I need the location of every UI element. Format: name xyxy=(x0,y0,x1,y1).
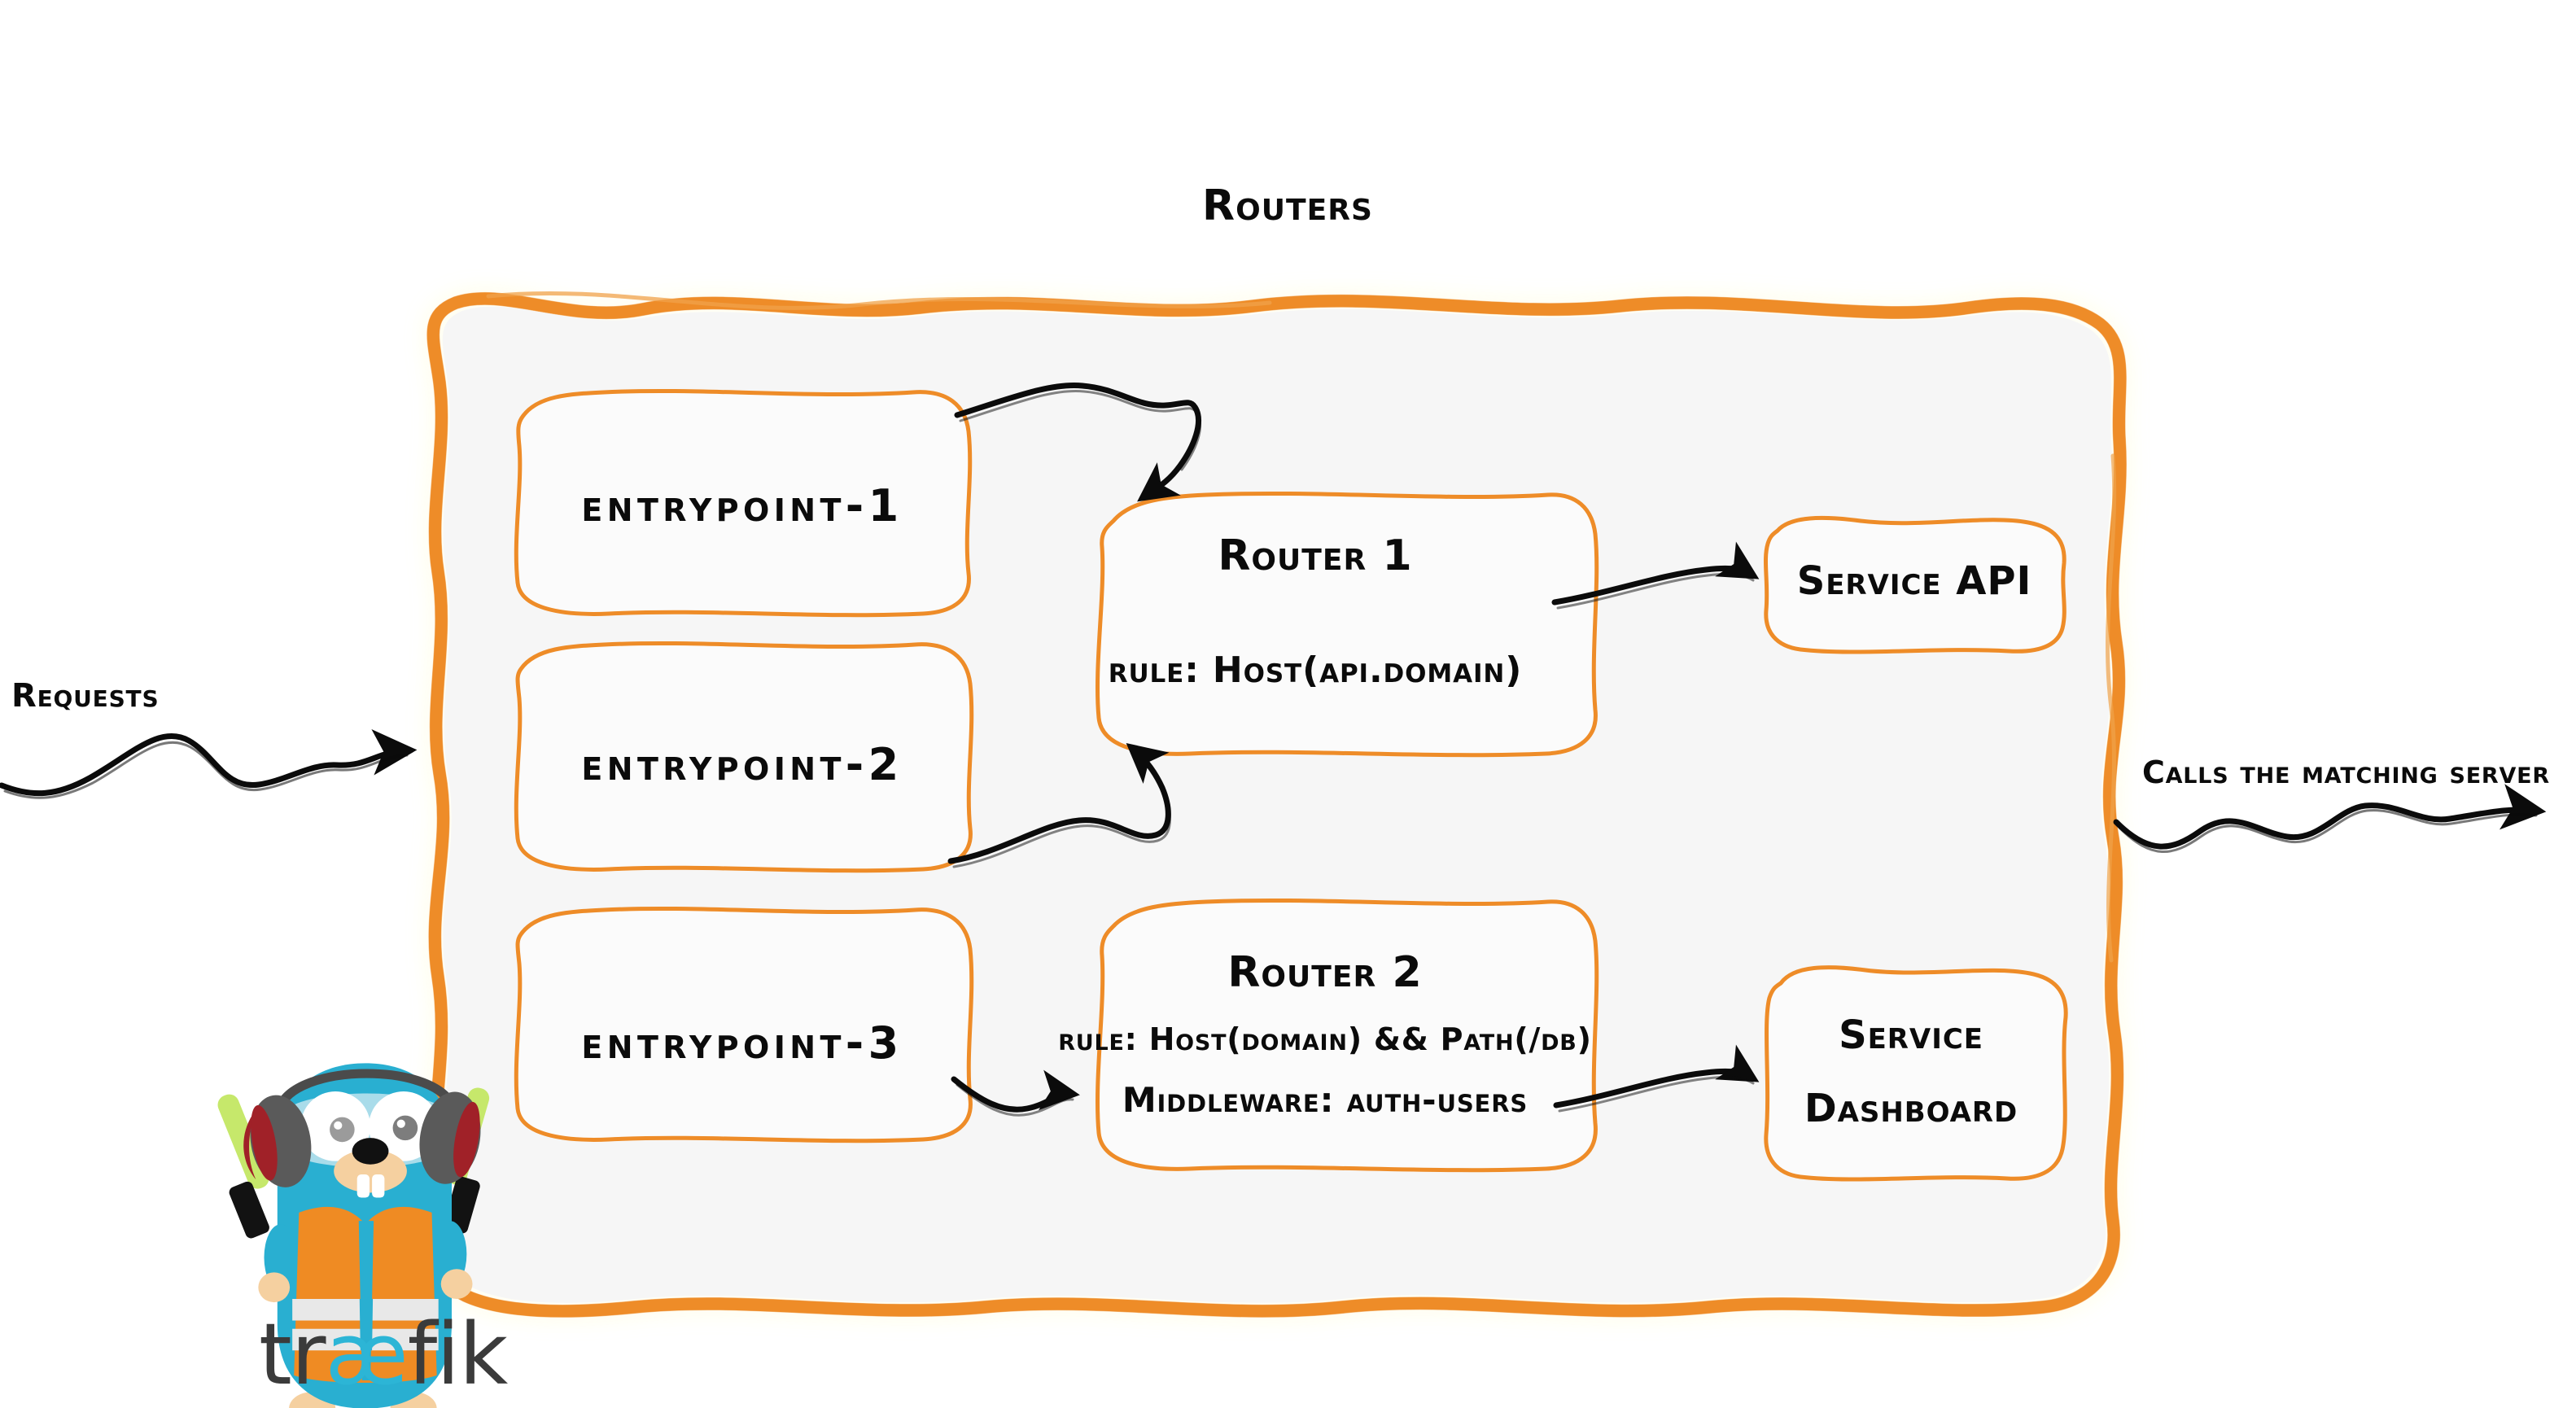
arrow-router2-service-dashboard xyxy=(1553,1044,1760,1113)
router-rule-1: rule: Host(api.domain) xyxy=(1109,649,1522,691)
gopher-headphone-band xyxy=(274,1069,458,1115)
router-box-2[interactable] xyxy=(1095,898,1599,1173)
arrow-router1-service-api xyxy=(1551,541,1760,610)
wordmark-ligature-ae: æ xyxy=(325,1305,408,1404)
gopher-hand-right xyxy=(440,1269,473,1299)
entrypoint-box-3[interactable] xyxy=(514,906,974,1143)
light-baton-left xyxy=(217,1094,269,1239)
gopher-earcup-left xyxy=(243,1095,312,1187)
traefik-wordmark: træfik xyxy=(259,1312,508,1397)
gopher-pupil-left xyxy=(330,1117,355,1143)
gopher-tooth-right xyxy=(372,1174,385,1198)
entrypoint-label-1: entrypoint-1 xyxy=(581,480,903,531)
wordmark-part-2: fik xyxy=(407,1305,509,1404)
wordmark-part-1: tr xyxy=(259,1305,326,1404)
arrow-ep1-router1 xyxy=(954,382,1201,502)
label-requests: Requests xyxy=(11,677,159,715)
service-label-api: Service API xyxy=(1797,558,2032,604)
router-title-1: Router 1 xyxy=(1218,531,1412,580)
service-label-dashboard-line1: Service xyxy=(1839,1012,1983,1058)
arrow-ep2-router1 xyxy=(947,742,1171,868)
gopher-earcup-right xyxy=(419,1091,481,1184)
entrypoint-label-3: entrypoint-3 xyxy=(581,1017,903,1069)
router-middleware-2: Middleware: auth-users xyxy=(1122,1080,1528,1120)
router-title-2: Router 2 xyxy=(1227,948,1422,997)
arrow-requests-in xyxy=(0,729,418,799)
gopher-snout xyxy=(334,1149,407,1193)
gopher-nose xyxy=(352,1138,389,1165)
gopher-pupil-right xyxy=(392,1115,418,1141)
label-calls-matching-server: Calls the matching server xyxy=(2142,754,2550,790)
service-label-dashboard-line2: Dashboard xyxy=(1804,1086,2018,1131)
entrypoint-box-1[interactable] xyxy=(514,388,973,618)
entrypoint-label-2: entrypoint-2 xyxy=(581,739,903,790)
service-box-dashboard[interactable] xyxy=(1764,965,2068,1182)
router-rule-2: rule: Host(domain) && Path(/db) xyxy=(1058,1021,1591,1057)
entrypoint-box-2[interactable] xyxy=(514,641,974,873)
router-box-1[interactable] xyxy=(1095,491,1599,758)
gopher-hand-left xyxy=(258,1272,291,1303)
arrow-ep3-router2 xyxy=(951,1069,1080,1117)
page-title: Routers xyxy=(1202,181,1373,230)
service-box-api[interactable] xyxy=(1763,515,2066,654)
gopher-safety-vest xyxy=(292,1206,439,1384)
gopher-tooth-left xyxy=(356,1174,370,1198)
traefik-gopher-mascot xyxy=(217,1063,490,1408)
arrow-calls-server-out xyxy=(2113,784,2547,853)
